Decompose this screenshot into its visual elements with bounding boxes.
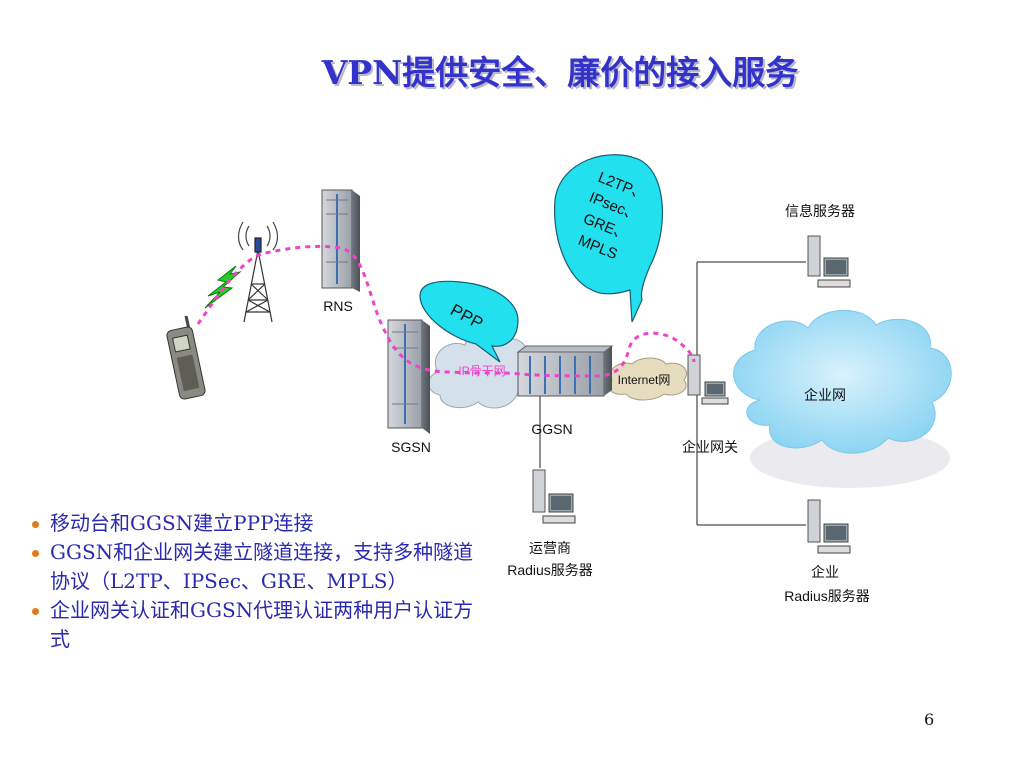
internet-label: Internet网	[618, 373, 671, 387]
internet-cloud: Internet网	[608, 357, 688, 401]
info-server-label: 信息服务器	[785, 203, 855, 219]
bullet-text: 移动台和GGSN建立PPP连接	[50, 511, 314, 535]
gateway-label: 企业网关	[682, 439, 738, 455]
slide-title: VPN提供安全、廉价的接入服务	[321, 53, 799, 92]
enterprise-gateway-icon	[687, 354, 729, 405]
tunnel-protocols-callout: L2TP、 IPsec、 GRE、 MPLS	[554, 154, 664, 323]
rns-label: RNS	[323, 298, 353, 314]
ppp-callout: PPP	[419, 280, 519, 363]
enterprise-radius-label-line1: 企业	[811, 564, 839, 580]
page-number: 6	[924, 710, 935, 729]
bullet-dot-icon	[32, 550, 39, 557]
info-server-desktop-computer-icon	[807, 235, 851, 288]
bullet-text: GGSN和企业网关建立隧道连接，支持多种隧道协议（L2TP、IPSec、GRE、…	[50, 540, 474, 593]
enterprise-network-label: 企业网	[804, 387, 846, 403]
bullet-text: 企业网关认证和GGSN代理认证两种用户认证方式	[50, 598, 474, 651]
ggsn-rack-server-icon	[516, 345, 614, 397]
operator-radius-desktop-computer-icon	[532, 469, 576, 524]
sgsn-label: SGSN	[391, 439, 431, 455]
bullet-dot-icon	[32, 608, 39, 615]
operator-radius-label-line2: Radius服务器	[507, 562, 593, 578]
sgsn-rack-server-icon	[387, 319, 430, 434]
connection-path	[196, 244, 696, 378]
ggsn-label: GGSN	[531, 421, 572, 437]
bullet-item: GGSN和企业网关建立隧道连接，支持多种隧道协议（L2TP、IPSec、GRE、…	[32, 538, 492, 596]
enterprise-network-cloud	[733, 309, 952, 488]
cell-tower-icon	[237, 221, 279, 323]
operator-radius-label-line1: 运营商	[529, 540, 571, 556]
enterprise-radius-label-line2: Radius服务器	[784, 588, 870, 604]
enterprise-radius-desktop-computer-icon	[807, 499, 851, 554]
ip-backbone-cloud: IP骨干网	[428, 331, 536, 409]
bullet-list: 移动台和GGSN建立PPP连接 GGSN和企业网关建立隧道连接，支持多种隧道协议…	[32, 509, 492, 654]
mobile-phone-icon	[166, 315, 206, 400]
bullet-item: 企业网关认证和GGSN代理认证两种用户认证方式	[32, 596, 492, 654]
ip-backbone-label: IP骨干网	[458, 364, 505, 378]
bullet-item: 移动台和GGSN建立PPP连接	[32, 509, 492, 538]
rns-rack-server-icon	[321, 189, 360, 292]
bullet-dot-icon	[32, 521, 39, 528]
